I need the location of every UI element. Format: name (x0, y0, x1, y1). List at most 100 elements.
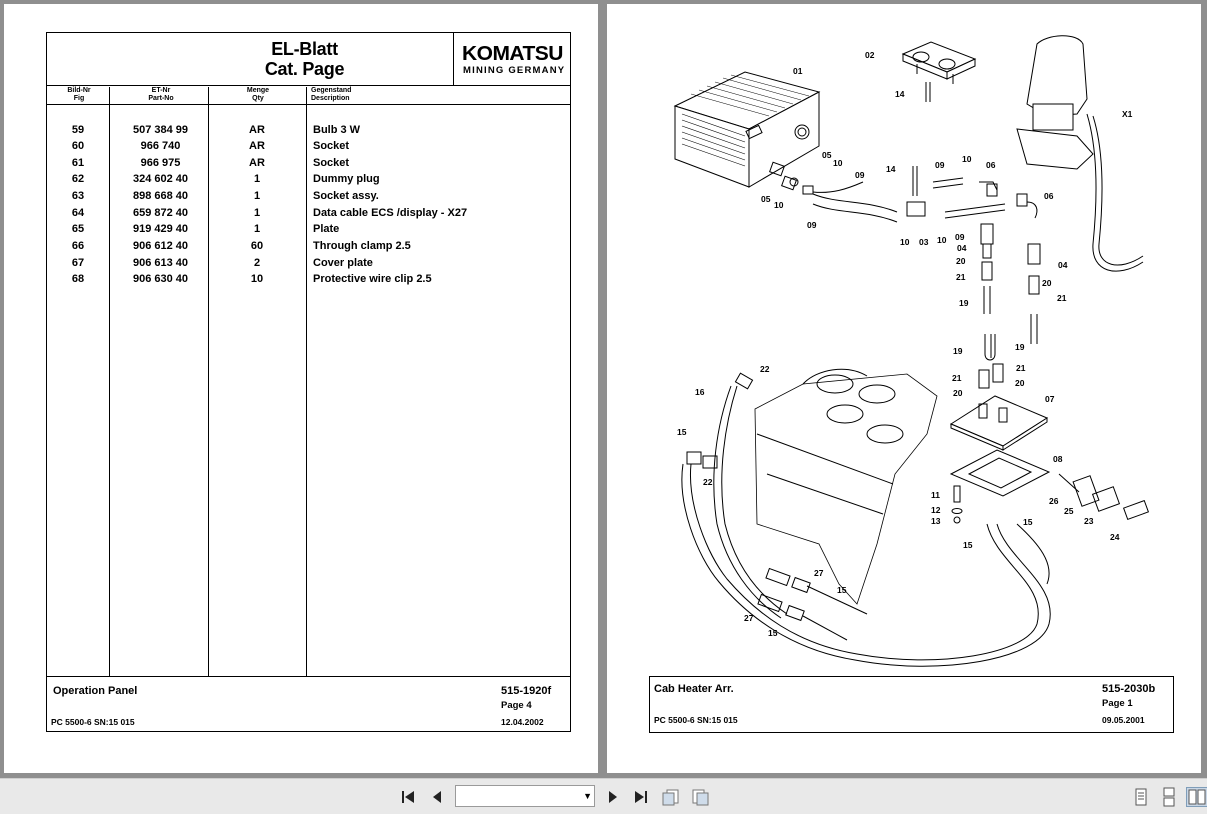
col-divider (208, 87, 209, 676)
single-page-icon[interactable] (1130, 787, 1152, 807)
logo-main-text: KOMATSU (462, 43, 563, 65)
callout-label: 09 (807, 220, 817, 230)
callout-label: 15 (837, 585, 847, 595)
prev-page-icon[interactable] (426, 787, 448, 807)
next-page-icon[interactable] (602, 787, 624, 807)
callout-label: 02 (865, 50, 875, 60)
callout-label: 04 (1058, 260, 1068, 270)
col-desc-en: Description (311, 95, 350, 102)
table-cell: 507 384 99 (132, 124, 189, 136)
callout-label: 14 (886, 164, 896, 174)
table-cell: 63 (71, 190, 85, 202)
callout-label: 25 (1064, 506, 1074, 516)
footer-title: Operation Panel (53, 685, 138, 697)
table-cell: 65 (71, 223, 85, 235)
first-page-icon[interactable] (398, 787, 420, 807)
callout-label: 09 (855, 170, 865, 180)
callout-label: 21 (1016, 363, 1026, 373)
col-head-qty: Menge Qty (243, 87, 273, 103)
two-page-icon[interactable] (1186, 787, 1207, 807)
callout-label: 22 (760, 364, 770, 374)
col-desc-de: Gegenstand (311, 87, 352, 94)
table-cell: 966 975 (140, 157, 181, 169)
table-cell: 61 (71, 157, 85, 169)
callout-label: 21 (952, 373, 962, 383)
table-cell: 67 (71, 257, 85, 269)
col-part-de: ET-Nr (151, 87, 171, 94)
footer-page: Page 4 (501, 700, 532, 711)
callout-label: 20 (953, 388, 963, 398)
sheet-title: EL-Blatt Cat. Page (247, 39, 362, 79)
table-cell: 898 668 40 (132, 190, 189, 202)
footer-date: 12.04.2002 (501, 717, 544, 727)
callout-label: 19 (959, 298, 969, 308)
sheet-header: EL-Blatt Cat. Page KOMATSU MINING GERMAN… (47, 33, 570, 86)
callout-label: 24 (1110, 532, 1120, 542)
callout-label: 15 (1023, 517, 1033, 527)
callout-label: 20 (1015, 378, 1025, 388)
callout-label: 19 (1015, 342, 1025, 352)
title-line-1: EL-Blatt (271, 39, 338, 59)
footer-code: 515-2030b (1102, 683, 1156, 695)
cab-heater-drawing: 01 02 14 14 09 10 06 05 10 05 10 09 09 1… (673, 35, 1150, 667)
callout-label: 01 (793, 66, 803, 76)
callout-label: 20 (1042, 278, 1052, 288)
table-cell: 1 (253, 190, 261, 202)
go-forward-icon[interactable] (690, 787, 712, 807)
go-back-icon[interactable] (660, 787, 682, 807)
table-cell: Dummy plug (313, 173, 380, 185)
callout-label: 14 (895, 89, 905, 99)
callout-label: 10 (774, 200, 784, 210)
callout-label: 06 (1044, 191, 1054, 201)
callout-label: 20 (956, 256, 966, 266)
callout-label: 13 (931, 516, 941, 526)
viewer-toolbar: ▼ (0, 778, 1207, 814)
title-line-2: Cat. Page (264, 59, 345, 79)
table-cell: AR (249, 157, 265, 169)
table-cell: Cover plate (313, 257, 373, 269)
col-head-fig: Bild-Nr Fig (65, 87, 93, 103)
table-cell: 324 602 40 (132, 173, 189, 185)
table-cell: 906 612 40 (132, 240, 189, 252)
callout-label: 27 (744, 613, 754, 623)
table-cell: 62 (71, 173, 85, 185)
table-cell: 659 872 40 (132, 207, 189, 219)
col-head-part: ET-Nr Part-No (145, 87, 177, 103)
callout-label: 12 (931, 505, 941, 515)
table-cell: 919 429 40 (132, 223, 189, 235)
table-cell: 966 740 (140, 140, 181, 152)
col-qty-de: Menge (246, 87, 270, 94)
callout-label: 06 (986, 160, 996, 170)
table-cell: 60 (250, 240, 264, 252)
table-cell: 66 (71, 240, 85, 252)
parts-list-page: EL-Blatt Cat. Page KOMATSU MINING GERMAN… (4, 4, 598, 773)
table-cell: Socket (313, 157, 350, 169)
air-vent (901, 41, 977, 84)
page-select[interactable]: ▼ (455, 785, 595, 807)
callout-label: 22 (703, 477, 713, 487)
table-cell: Through clamp 2.5 (313, 240, 411, 252)
last-page-icon[interactable] (630, 787, 652, 807)
col-divider (306, 87, 307, 676)
callout-label: 15 (768, 628, 778, 638)
callout-label: 08 (1053, 454, 1063, 464)
footer-model: PC 5500-6 SN:15 015 (654, 715, 738, 725)
callout-label: X1 (1122, 109, 1133, 119)
callout-label: 27 (814, 568, 824, 578)
table-cell: 2 (253, 257, 261, 269)
callout-label: 15 (677, 427, 687, 437)
callout-label: 21 (956, 272, 966, 282)
table-cell: Bulb 3 W (313, 124, 361, 136)
drawing-footer: Cab Heater Arr. PC 5500-6 SN:15 015 515-… (649, 676, 1174, 733)
callout-label: 03 (919, 237, 929, 247)
continuous-page-icon[interactable] (1158, 787, 1180, 807)
table-cell: 1 (253, 207, 261, 219)
table-row: 66 906 612 40 60 Through clamp 2.5 (47, 240, 570, 256)
